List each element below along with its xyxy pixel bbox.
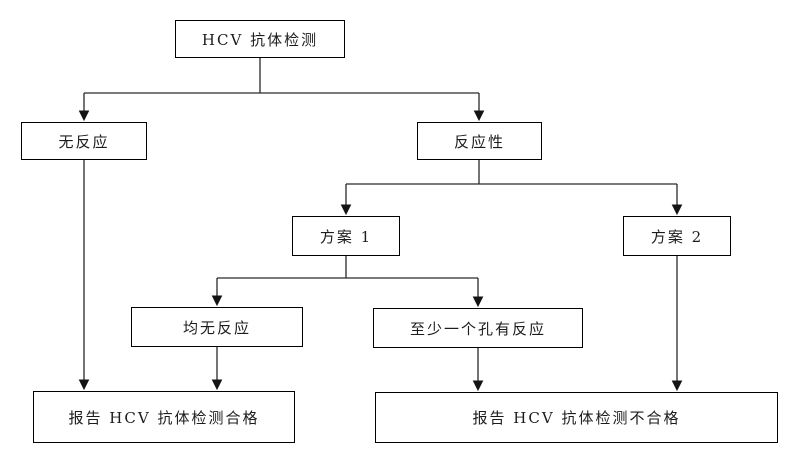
- arrowhead-nonreactive-to-report-qualified: [78, 379, 90, 391]
- node-hcv-antibody-test: HCV 抗体检测: [175, 20, 345, 58]
- arrowhead-atleastone-to-report-unqualified: [472, 380, 484, 392]
- node-scheme-2-label: 方案 2: [650, 227, 704, 246]
- node-all-wells-non-reactive-label: 均无反应: [182, 318, 251, 337]
- node-all-wells-non-reactive: 均无反应: [131, 307, 303, 347]
- arrowhead-allnonreactive-to-report-qualified: [211, 379, 223, 391]
- node-scheme-1-label: 方案 1: [319, 227, 373, 246]
- arrowhead-to-atleastone: [472, 296, 484, 308]
- arrowhead-to-scheme1: [340, 204, 352, 216]
- node-non-reactive-label: 无反应: [58, 132, 110, 151]
- node-scheme-1: 方案 1: [292, 216, 400, 256]
- arrowhead-to-reactive: [473, 110, 485, 122]
- node-report-qualified: 报告 HCV 抗体检测合格: [33, 391, 295, 443]
- node-scheme-2: 方案 2: [623, 216, 731, 256]
- node-report-unqualified: 报告 HCV 抗体检测不合格: [375, 392, 778, 443]
- node-non-reactive: 无反应: [21, 122, 147, 160]
- arrowhead-scheme2-to-report-unqualified: [671, 380, 683, 392]
- node-report-qualified-label: 报告 HCV 抗体检测合格: [68, 408, 260, 427]
- arrowhead-to-nonreactive: [78, 110, 90, 122]
- node-reactive: 反应性: [417, 122, 542, 160]
- arrowhead-to-scheme2: [671, 204, 683, 216]
- arrowhead-to-allnonreactive: [211, 295, 223, 307]
- node-at-least-one-well-reactive: 至少一个孔有反应: [373, 308, 583, 348]
- node-reactive-label: 反应性: [453, 132, 505, 151]
- node-hcv-antibody-test-label: HCV 抗体检测: [201, 30, 319, 49]
- node-at-least-one-well-reactive-label: 至少一个孔有反应: [409, 319, 546, 338]
- node-report-unqualified-label: 报告 HCV 抗体检测不合格: [472, 409, 681, 427]
